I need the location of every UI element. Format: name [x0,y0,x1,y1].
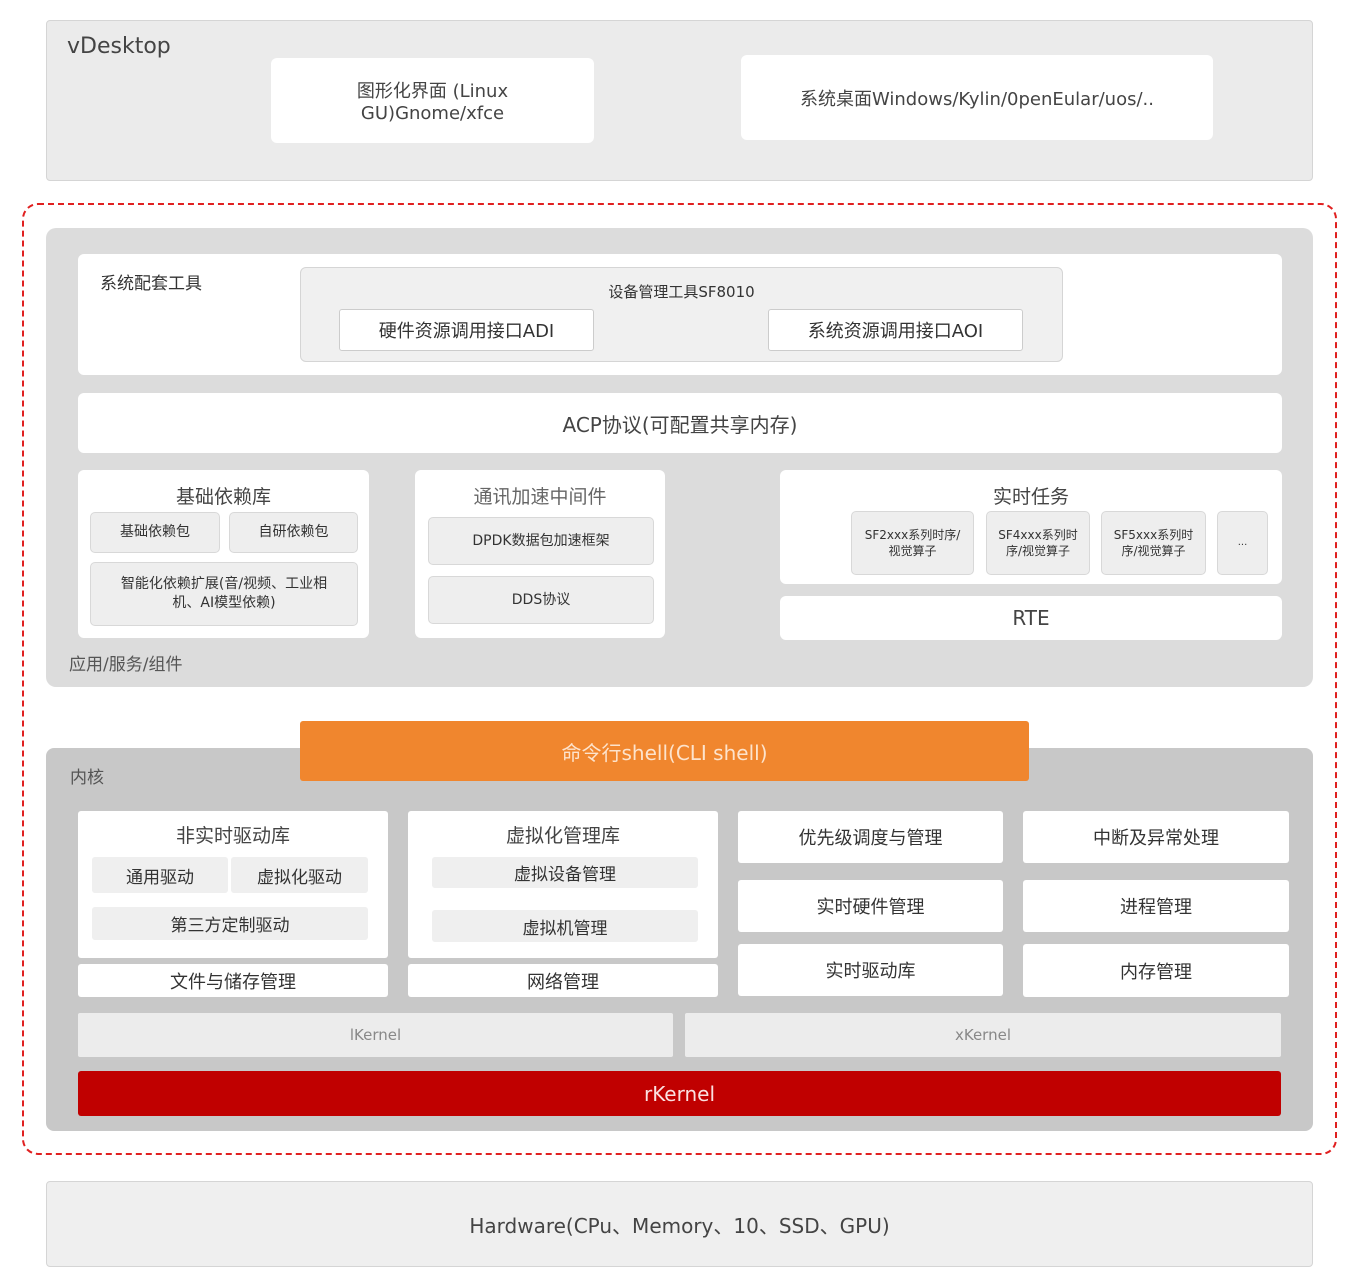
kernel-module: 内存管理 [1023,944,1289,997]
app-layer-label: 应用/服务/组件 [69,655,183,675]
base-lib-item: 智能化依赖扩展(音/视频、工业相机、AI模型依赖) [90,562,358,626]
xkernel-bar: xKernel [685,1013,1281,1057]
nonrt-driver-title: 非实时驱动库 [175,825,290,847]
comm-item: DPDK数据包加速框架 [428,517,654,565]
base-lib-title: 基础依赖库 [175,486,271,508]
kernel-module: 进程管理 [1023,880,1289,932]
acp-box: ACP协议(可配置共享内存) [78,393,1282,453]
virt-lib-title: 虚拟化管理库 [505,825,620,847]
system-desktop-box: 系统桌面Windows/Kylin/0penEular/uos/.. [741,55,1213,140]
rt-task-item: SF5xxx系列时序/视觉算子 [1101,511,1206,575]
virt-lib-item: 虚拟设备管理 [432,857,698,888]
network-box: 网络管理 [408,964,718,997]
kernel-label: 内核 [70,768,104,788]
rt-task-item: SF2xxx系列时序/视觉算子 [851,511,974,575]
dashed-boundary [22,203,1337,1155]
nonrt-driver-item: 第三方定制驱动 [92,907,368,940]
hw-api-box: 硬件资源调用接口ADI [339,309,594,351]
comm-title: 通讯加速中间件 [473,486,607,508]
kernel-module: 中断及异常处理 [1023,811,1289,863]
nonrt-driver-item: 通用驱动 [92,857,228,893]
kernel-module: 优先级调度与管理 [738,811,1003,863]
rkernel-bar: rKernel [78,1071,1281,1116]
sys-api-box: 系统资源调用接口AOI [768,309,1023,351]
shell-bar: 命令行shell(CLI shell) [300,721,1029,781]
nonrt-driver-item: 虚拟化驱动 [231,857,368,893]
file-storage-box: 文件与储存管理 [78,964,388,997]
base-lib-item: 基础依赖包 [90,512,220,553]
rt-task-title: 实时任务 [992,486,1069,508]
hardware-layer: Hardware(CPu、Memory、10、SSD、GPU) [46,1181,1313,1267]
base-lib-item: 自研依赖包 [229,512,358,553]
desktop-label: vDesktop [67,34,171,59]
gui-box: 图形化界面 (Linux GU)Gnome/xfce [271,58,594,143]
comm-item: DDS协议 [428,576,654,624]
lkernel-bar: lKernel [78,1013,673,1057]
rte-box: RTE [780,596,1282,640]
rt-task-item: SF4xxx系列时序/视觉算子 [986,511,1090,575]
rt-task-item: ... [1217,511,1268,575]
virt-lib-item: 虚拟机管理 [432,910,698,942]
kernel-module: 实时驱动库 [738,944,1003,996]
tools-label: 系统配套工具 [100,274,202,294]
device-tool-title: 设备管理工具SF8010 [608,283,755,301]
kernel-module: 实时硬件管理 [738,880,1003,932]
